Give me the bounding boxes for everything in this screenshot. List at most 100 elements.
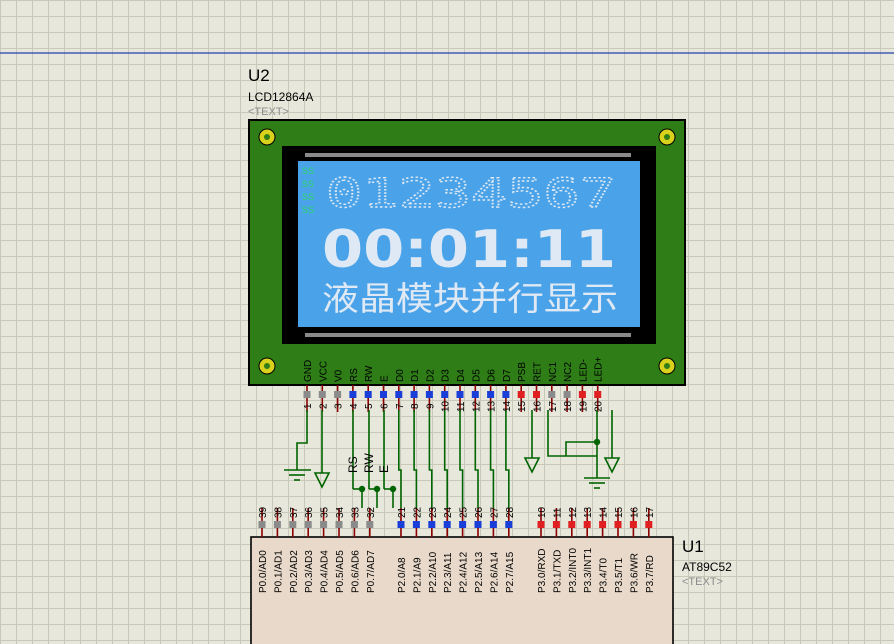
lcd-pin-number: 2 (318, 403, 329, 409)
net-label-rw: RW (362, 453, 376, 473)
mcu-pin-state-indicator (350, 521, 358, 528)
mcu-pin-state-indicator (459, 521, 467, 528)
mcu-pin-number: 17 (645, 506, 656, 518)
mcu-pin-number: 14 (599, 506, 610, 518)
lcd-pin-number: 12 (471, 400, 482, 412)
lcd-pin-number: 4 (349, 403, 360, 409)
mcu-pin-number: 21 (397, 506, 408, 518)
mcu-pin-number: 32 (366, 506, 377, 518)
data-bus-wire (505, 410, 510, 508)
lcd-pin-number: 6 (380, 403, 391, 409)
mcu-pin-state-indicator (599, 521, 607, 528)
lcd-pin-number: 20 (594, 400, 605, 412)
lcd-pin-state-indicator (380, 391, 387, 398)
lcd-pin-state-indicator (533, 391, 540, 398)
lcd-pin-label: E (380, 375, 391, 382)
mcu-pin-label: P2.6/A14 (489, 551, 500, 593)
lcd-pin-label: VCC (318, 361, 329, 382)
mcu-pin-number: 37 (289, 506, 300, 518)
lcd-pin-label: V0 (334, 369, 345, 382)
mcu-pin-label: P2.3/A11 (443, 552, 454, 593)
mcu-pin-label: P2.5/A13 (474, 551, 485, 593)
lcd-pin-label: D0 (395, 369, 406, 382)
mcu-pin-state-indicator (505, 521, 513, 528)
u1-part-name: AT89C52 (682, 560, 732, 574)
lcd-pin-state-indicator (594, 391, 602, 398)
mcu-pin-number: 26 (474, 506, 485, 518)
data-bus-wire (489, 410, 495, 508)
lcd-indicator: SS (302, 205, 314, 215)
mcu-pin-state-indicator (614, 521, 622, 528)
lcd-pin-label: LED- (578, 359, 589, 382)
lcd-pin-number: 9 (425, 403, 436, 409)
junction-dot (593, 438, 601, 446)
mcu-pin-label: P0.2/AD2 (289, 550, 300, 593)
lcd-screen (298, 161, 640, 327)
mcu-pin-label: P0.0/AD0 (258, 550, 269, 593)
u2-part-name: LCD12864A (248, 90, 313, 104)
mcu-pin-number: 16 (629, 506, 640, 518)
lcd-line-3: 液晶模块并行显示 (322, 279, 618, 318)
lcd-pin-label: RET (533, 362, 544, 382)
mcu-pin-state-indicator (552, 521, 560, 528)
mcu-pin-label: P0.1/AD1 (273, 550, 284, 593)
mcu-u1[interactable] (250, 536, 674, 644)
mcu-pin-state-indicator (320, 521, 328, 528)
mcu-pin-state-indicator (304, 521, 312, 528)
lcd-module-u2[interactable]: SS SS SS SS 01234567 00:01:11 液晶模块并行显示 (248, 119, 686, 386)
mcu-pin-state-indicator (568, 521, 576, 528)
lcd-pin-label: D3 (441, 369, 452, 382)
mcu-pin-state-indicator (489, 521, 497, 528)
lcd-pin-number: 13 (487, 400, 498, 412)
mcu-pin-number: 12 (568, 506, 579, 518)
lcd-pin-number: 16 (533, 400, 544, 412)
lcd-pin-state-indicator (303, 391, 311, 398)
data-bus-wire (474, 410, 479, 508)
lcd-pin-label: D1 (410, 369, 421, 382)
mcu-pin-number: 33 (350, 506, 361, 518)
mcu-pin-number: 25 (459, 506, 470, 518)
mount-hole-center (664, 134, 670, 140)
mcu-pin-label: P0.7/AD7 (366, 550, 377, 593)
mcu-pin-label: P3.5/T1 (614, 558, 625, 593)
mcu-pin-state-indicator (366, 521, 374, 528)
lcd-bezel-strip-top (305, 153, 631, 157)
lcd-pin-label: RS (349, 368, 360, 382)
power-arrow-icon (523, 457, 541, 474)
data-bus-wire (459, 410, 464, 508)
mount-hole-center (264, 134, 270, 140)
mcu-pin-state-indicator (645, 521, 653, 528)
lcd-pin-label: D2 (425, 369, 436, 382)
lcd-pin-state-indicator (334, 391, 342, 398)
mcu-pin-state-indicator (537, 521, 545, 528)
mcu-pin-state-indicator (474, 521, 482, 528)
mcu-pin-state-indicator (335, 521, 343, 528)
lcd-indicator: SS (302, 179, 314, 189)
lcd-pin-state-indicator (441, 391, 449, 398)
mcu-pin-number: 27 (489, 506, 500, 518)
data-bus-wire (413, 410, 418, 508)
mcu-pin-label: P2.7/A15 (505, 551, 516, 593)
led-minus-wire (565, 410, 598, 456)
lcd-indicator: SS (302, 192, 314, 202)
lcd-pin-number: 18 (563, 400, 574, 412)
mount-hole-center (264, 363, 270, 369)
mcu-pin-number: 23 (428, 506, 439, 518)
mcu-pin-state-indicator (273, 521, 281, 528)
lcd-pin-number: 1 (303, 403, 314, 409)
mcu-pin-label: P2.1/A9 (412, 557, 423, 593)
mcu-pin-group: 39P0.0/AD038P0.1/AD137P0.2/AD236P0.3/AD3… (258, 506, 656, 593)
lcd-pin-state-indicator (548, 391, 556, 398)
data-bus-wire (428, 410, 433, 508)
lcd-pin-state-indicator (364, 391, 372, 398)
lcd-pin-label: LED+ (594, 357, 605, 382)
mcu-pin-state-indicator (397, 521, 405, 528)
lcd-pin-number: 15 (517, 400, 528, 412)
lcd-bezel-strip-bottom (305, 333, 631, 337)
lcd-pin-label: GND (303, 360, 314, 382)
lcd-pin-state-indicator (395, 391, 403, 398)
gnd-wire (296, 410, 308, 470)
mcu-pin-label: P3.1/TXD (552, 550, 563, 593)
mcu-pin-number: 28 (505, 506, 516, 518)
